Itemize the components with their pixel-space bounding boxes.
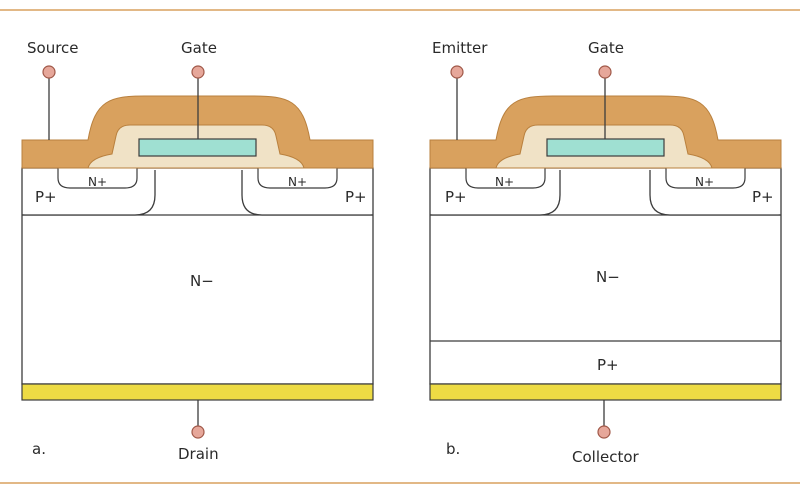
panel-label-b: b. [446,440,460,458]
drift-label-a: N− [190,272,214,290]
emitter-label: Emitter [432,39,488,57]
collector-pplus-label: P+ [597,356,619,374]
pplus-left-label-b: P+ [445,188,467,206]
gate-label-b: Gate [588,39,624,57]
gate-poly [546,138,665,157]
nplus-well-left [57,168,138,189]
nplus-well-right [257,168,338,189]
diagram-a: Source Gate Drain a. N+ N+ P+ P+ N− [21,39,374,463]
nplus-right-label-a: N+ [288,175,307,189]
nplus-right-label-b: N+ [695,175,714,189]
collector-metal [429,383,782,401]
drain-label: Drain [178,445,219,463]
gate-terminal-icon-b [598,65,612,79]
emitter-terminal-icon [450,65,464,79]
drain-metal [21,383,374,401]
gate-label-a: Gate [181,39,217,57]
nplus-left-label-b: N+ [495,175,514,189]
source-label: Source [27,39,79,57]
pplus-right-label-b: P+ [752,188,774,206]
nplus-left-label-a: N+ [88,175,107,189]
gate-terminal-icon-a [191,65,205,79]
diagram-b: Emitter Gate Collector b. N+ N+ P+ P+ N−… [429,39,782,466]
pplus-left-label-a: P+ [35,188,57,206]
source-terminal-icon [42,65,56,79]
collector-label: Collector [572,448,640,466]
gate-poly [138,138,257,157]
drift-label-b: N− [596,268,620,286]
drain-terminal-icon [191,425,205,439]
nplus-well-left [465,168,546,189]
pplus-right-label-a: P+ [345,188,367,206]
nplus-well-right [665,168,746,189]
panel-label-a: a. [32,440,46,458]
collector-terminal-icon [597,425,611,439]
